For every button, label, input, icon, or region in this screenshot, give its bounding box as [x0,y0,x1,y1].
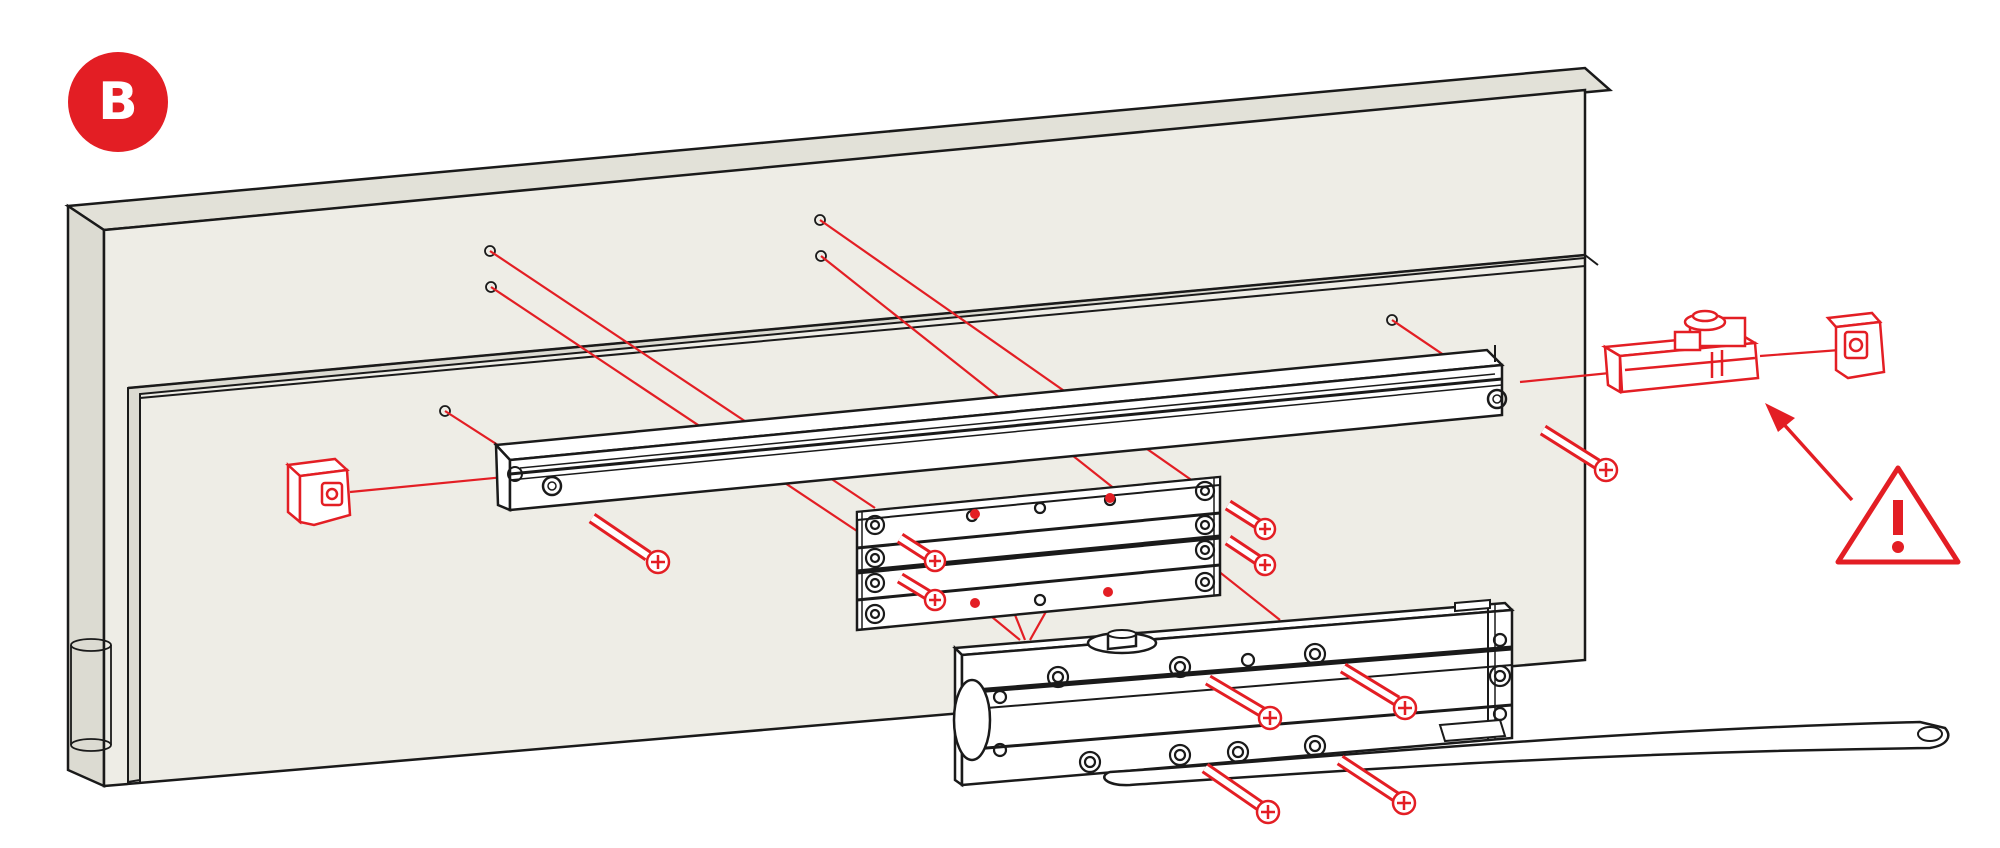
left-end-cap [285,457,352,527]
pilot-hole [814,214,826,226]
door-hinge [70,638,112,752]
slider-block [1601,309,1760,395]
screw-icon [1539,424,1619,483]
spindle-nut [1086,629,1158,655]
screw-icon [1339,662,1418,721]
arrow-icon [1765,403,1854,502]
warning-triangle-icon [1835,465,1961,565]
screw-icon [1224,499,1277,541]
step-badge: B [68,52,168,152]
step-label: B [98,72,138,132]
pilot-hole [484,245,496,257]
pilot-hole [439,405,451,417]
screw-icon [896,532,947,573]
pilot-hole [485,281,497,293]
door-left-face [66,203,106,788]
screw-icon [1336,754,1417,816]
slide-rail [493,345,1508,512]
right-end-cap [1825,311,1886,380]
screw-icon [588,513,671,575]
screw-icon [1204,674,1283,731]
screw-icon [1201,763,1281,825]
pilot-holes [439,214,1398,417]
closer-arm [1103,718,1950,787]
pilot-hole [815,250,827,262]
screws [588,424,1619,825]
step-badge-circle [68,52,168,152]
pilot-hole [1386,314,1398,326]
screw-icon [1224,535,1277,577]
screw-icon [896,572,947,612]
